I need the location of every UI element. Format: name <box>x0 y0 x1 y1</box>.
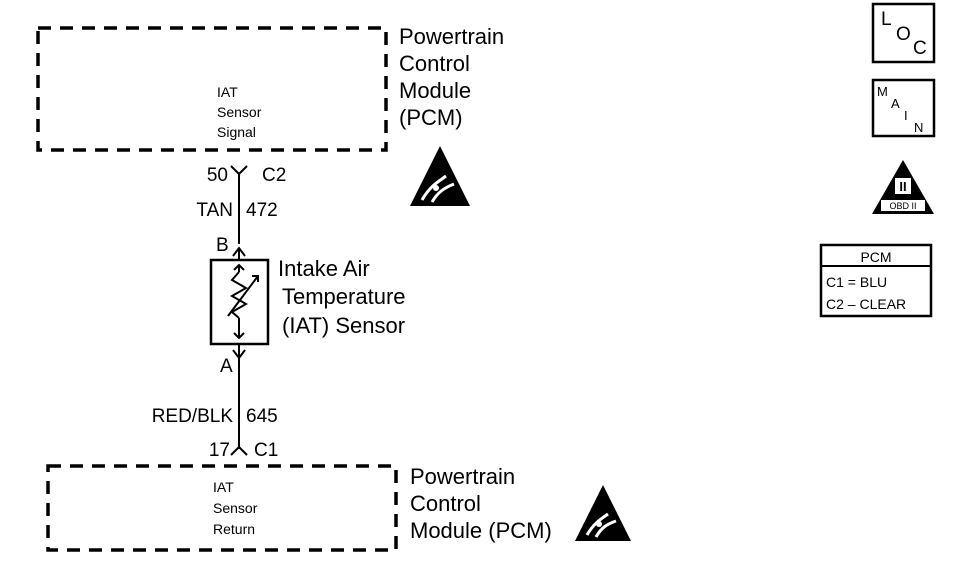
main-letter-m: M <box>877 84 888 99</box>
pcm-bottom-function-line-3: Return <box>213 521 255 537</box>
iat-sensor: B A Intake Air Temperature (IAT) Sensor <box>209 235 406 377</box>
pcm-bottom-title-line-3: Module (PCM) <box>410 518 552 543</box>
pcm-legend-row-2: C2 – CLEAR <box>826 296 906 312</box>
loc-letter-l: L <box>881 9 892 30</box>
pcm-bottom-dashed-box <box>46 464 398 552</box>
pcm-top-title-line-4: (PCM) <box>399 105 463 130</box>
esd-warning-icon <box>575 485 631 541</box>
pcm-top-title-line-2: Control <box>399 51 470 76</box>
obd-ii-label: OBD II <box>889 201 916 211</box>
sensor-terminal-a: A <box>220 356 233 377</box>
main-letter-a: A <box>891 96 900 111</box>
pcm-top-function-line-3: Signal <box>217 124 256 140</box>
loc-letter-c: C <box>913 38 927 59</box>
pcm-bottom-title-line-2: Control <box>410 491 481 516</box>
bottom-connector: 17 C1 <box>209 440 278 461</box>
main-letter-i: I <box>904 108 908 123</box>
main-symbol: M A I N <box>871 78 936 138</box>
pcm-top-dashed-box <box>36 26 388 152</box>
obd-ii-symbol: II OBD II <box>872 160 934 214</box>
pcm-bottom-function-line-2: Sensor <box>213 500 258 516</box>
pcm-top-function-line-1: IAT <box>217 84 238 100</box>
loc-symbol: L O C <box>871 2 936 64</box>
pcm-legend-title: PCM <box>860 249 891 265</box>
bottom-wire-labels: RED/BLK 645 <box>152 406 278 427</box>
top-connector-id: C2 <box>262 165 286 186</box>
sensor-name-line-1: Intake Air <box>278 256 370 281</box>
bottom-connector-pin: 17 <box>209 440 230 461</box>
top-wire-circuit: 472 <box>246 200 278 221</box>
sensor-name-line-2: Temperature <box>282 284 406 309</box>
top-connector: 50 C2 <box>207 165 286 244</box>
pcm-top-block: IAT Sensor Signal Powertrain Control Mod… <box>36 24 504 152</box>
pcm-bottom-title-line-1: Powertrain <box>410 464 515 489</box>
loc-letter-o: O <box>896 24 911 45</box>
pcm-top-title-line-1: Powertrain <box>399 24 504 49</box>
top-connector-pin: 50 <box>207 165 228 186</box>
pcm-bottom-block: IAT Sensor Return Powertrain Control Mod… <box>46 464 552 552</box>
sensor-terminal-b: B <box>216 235 229 256</box>
sensor-name-line-3: (IAT) Sensor <box>282 313 405 338</box>
thermistor-icon <box>227 263 259 340</box>
pcm-top-function-line-2: Sensor <box>217 104 262 120</box>
main-letter-n: N <box>914 120 923 135</box>
bottom-connector-id: C1 <box>254 440 278 461</box>
esd-warning-icon <box>410 146 470 206</box>
obd-ii-roman: II <box>899 179 906 194</box>
bottom-wire-color: RED/BLK <box>152 406 234 427</box>
pcm-connector-legend: PCM C1 = BLU C2 – CLEAR <box>819 243 933 318</box>
pcm-bottom-function-line-1: IAT <box>213 479 234 495</box>
pcm-legend-row-1: C1 = BLU <box>826 274 887 290</box>
top-wire-color: TAN <box>196 200 233 221</box>
pcm-top-title-line-3: Module <box>399 78 471 103</box>
top-wire-labels: TAN 472 <box>196 200 277 221</box>
bottom-wire-circuit: 645 <box>246 406 278 427</box>
